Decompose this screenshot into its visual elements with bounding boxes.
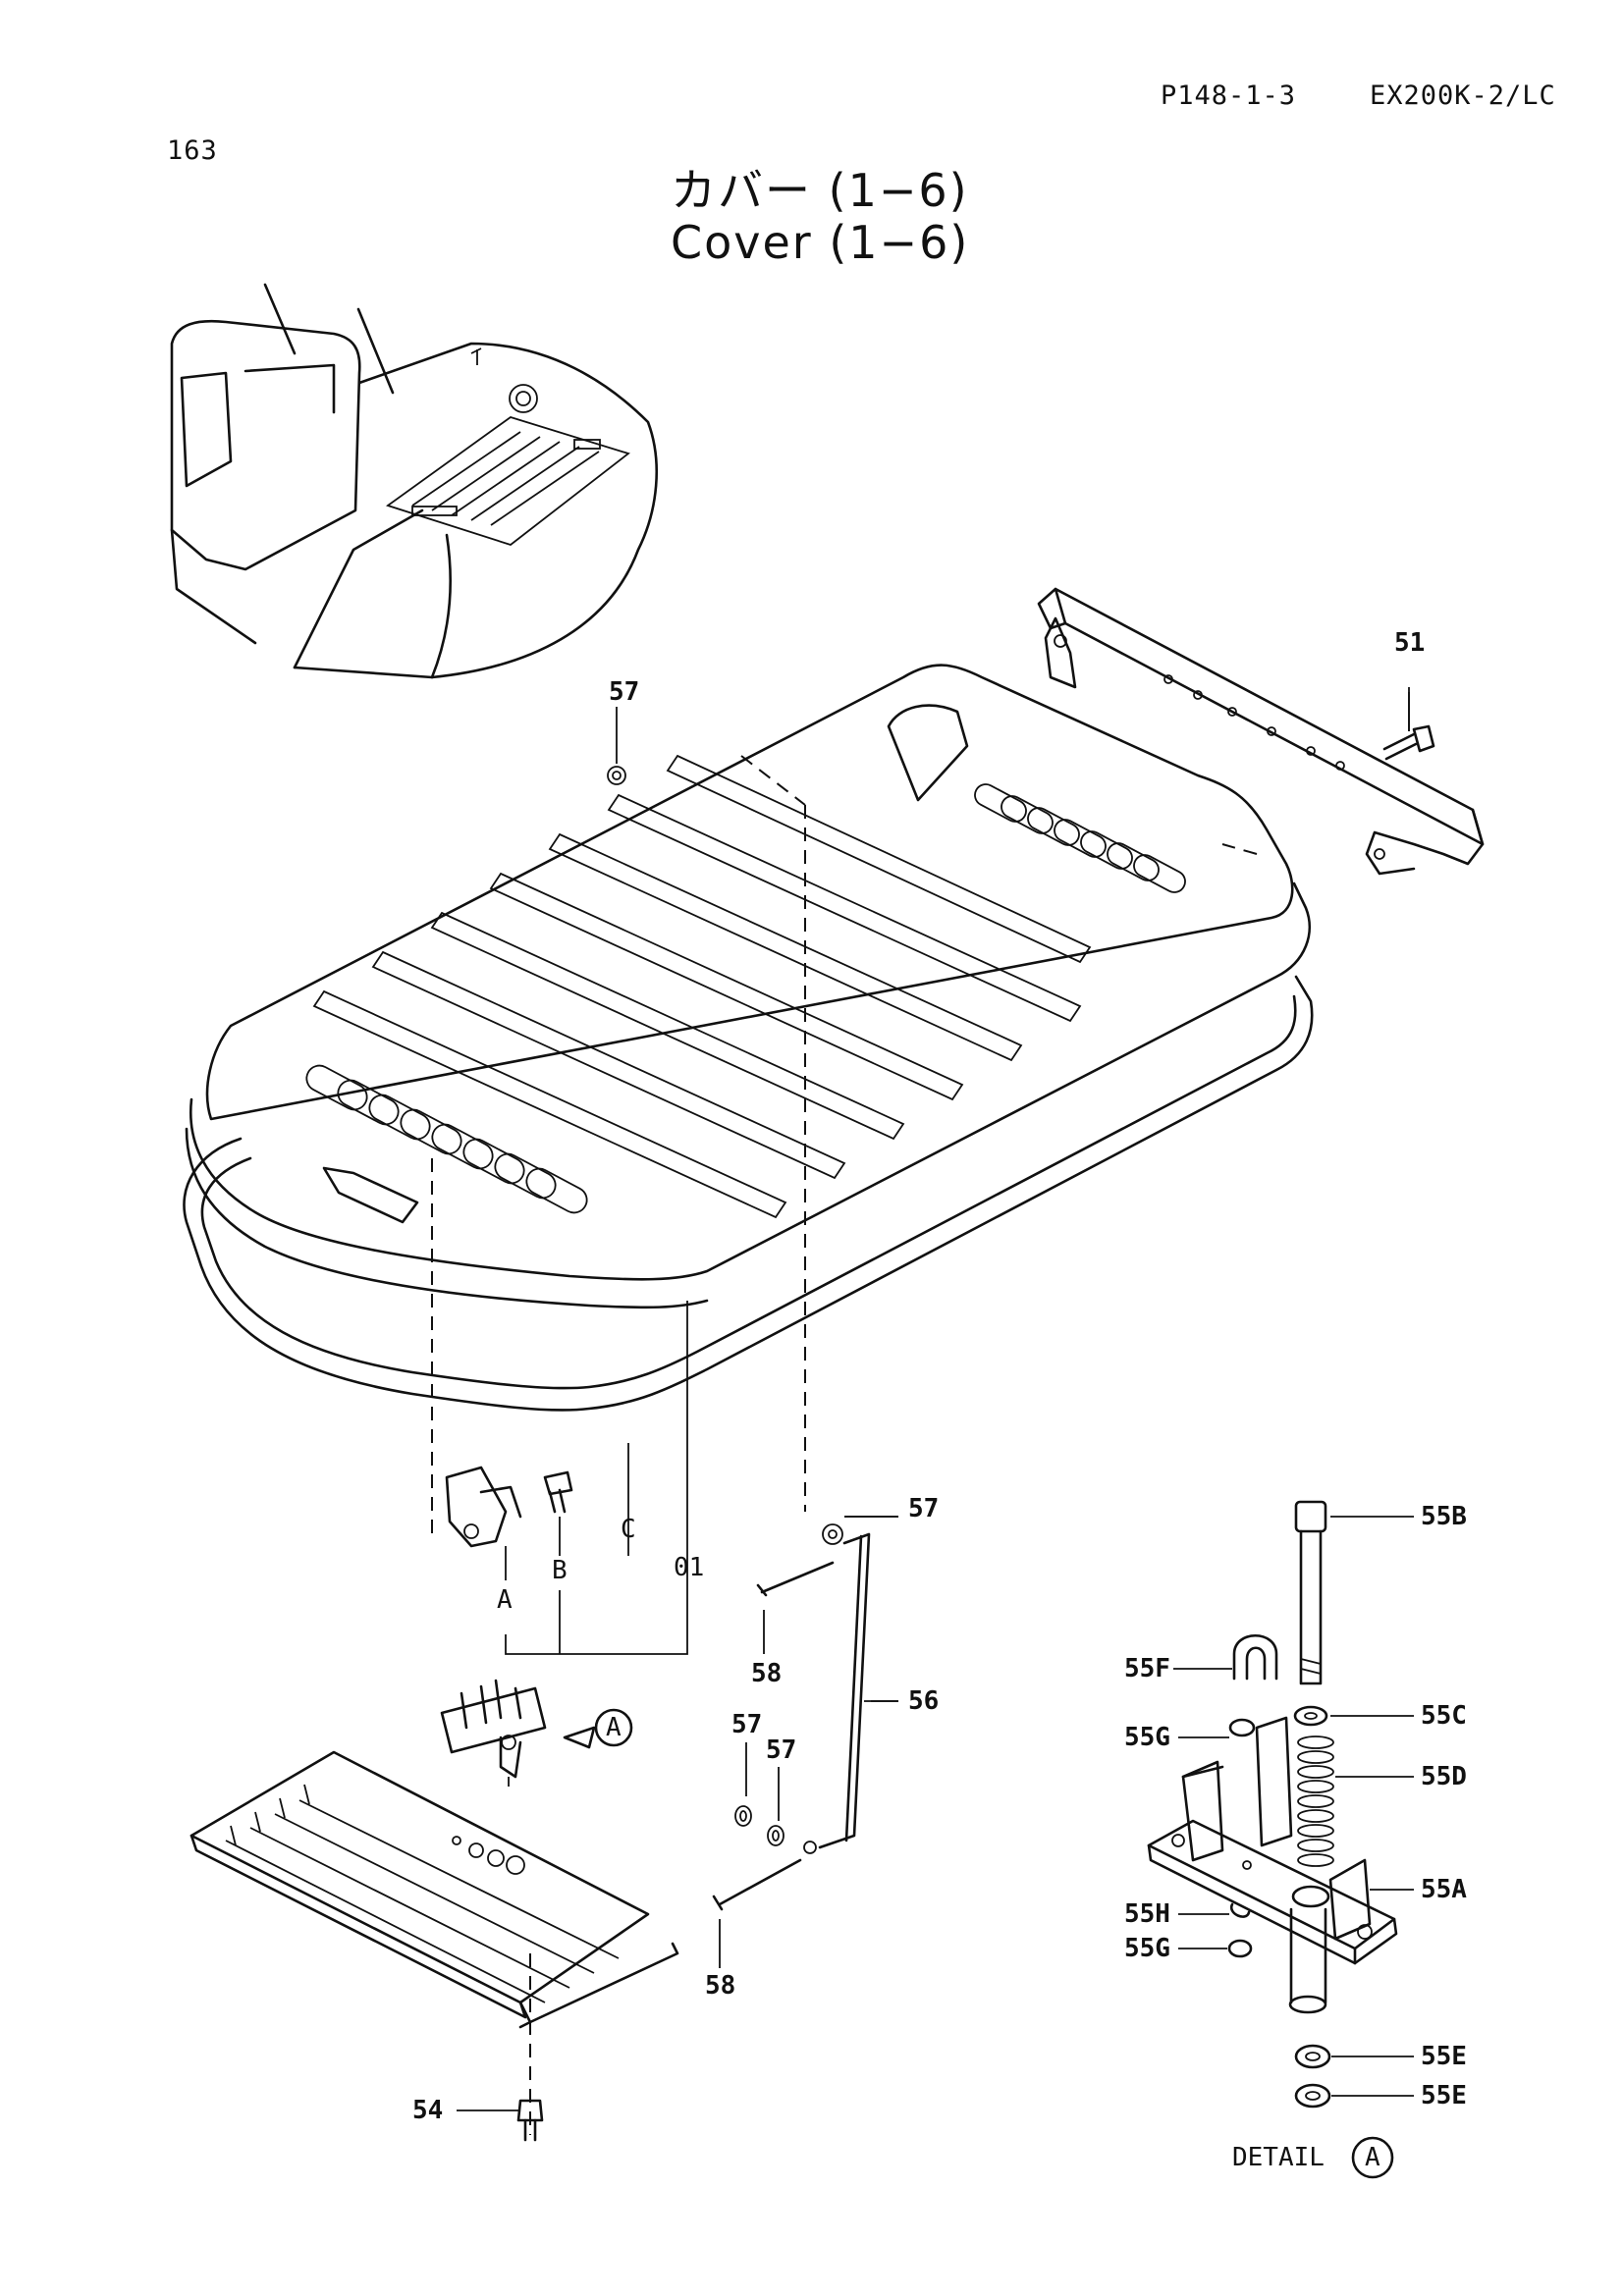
- callout-A: A: [497, 1585, 513, 1615]
- callout-57-top: 57: [609, 677, 640, 707]
- main-cover: [185, 664, 1311, 1309]
- callout-55E-top: 55E: [1421, 2042, 1467, 2071]
- callout-57-mid: 57: [908, 1494, 940, 1523]
- callout-C: C: [621, 1515, 636, 1544]
- circle-A-label: A: [606, 1713, 622, 1742]
- callout-55G-top: 55G: [1124, 1723, 1170, 1752]
- seal-ring: [183, 975, 1314, 1412]
- support-rod-set: [607, 707, 898, 1968]
- callout-55A: 55A: [1421, 1875, 1467, 1904]
- page-number: 163: [167, 135, 218, 166]
- callout-54: 54: [412, 2096, 444, 2125]
- callout-B: B: [552, 1556, 568, 1585]
- latch-assembly: [445, 1466, 688, 1655]
- page-code: P148-1-3: [1161, 80, 1297, 111]
- detail-circle-label: A: [1365, 2143, 1380, 2172]
- callout-58-top: 58: [751, 1659, 783, 1688]
- support-bracket: [1037, 587, 1485, 876]
- callout-57-a: 57: [731, 1710, 763, 1739]
- title-japanese: カバー (1−6): [671, 164, 969, 217]
- callout-57-b: 57: [766, 1735, 797, 1765]
- callout-55D: 55D: [1421, 1762, 1467, 1791]
- title-english: Cover (1−6): [671, 216, 970, 269]
- leader-lines: [431, 755, 1258, 2135]
- detail-label: DETAIL: [1232, 2143, 1325, 2172]
- model-name: EX200K-2/LC: [1370, 80, 1556, 111]
- grille-panel: [189, 1750, 679, 2142]
- callout-55G-bottom: 55G: [1124, 1934, 1170, 1963]
- callout-55F: 55F: [1124, 1654, 1170, 1683]
- callout-01: 01: [674, 1553, 705, 1582]
- callout-58-bottom: 58: [705, 1971, 736, 2001]
- callout-55C: 55C: [1421, 1701, 1467, 1731]
- callout-55H: 55H: [1124, 1899, 1170, 1929]
- excavator-thumbnail: [170, 283, 658, 679]
- latch-striker: [440, 1679, 633, 1787]
- detail-a-assembly: [844, 692, 1414, 2179]
- callout-55B: 55B: [1421, 1502, 1467, 1531]
- callout-51: 51: [1394, 628, 1426, 658]
- callout-56: 56: [908, 1686, 940, 1716]
- callout-55E-bottom: 55E: [1421, 2081, 1467, 2110]
